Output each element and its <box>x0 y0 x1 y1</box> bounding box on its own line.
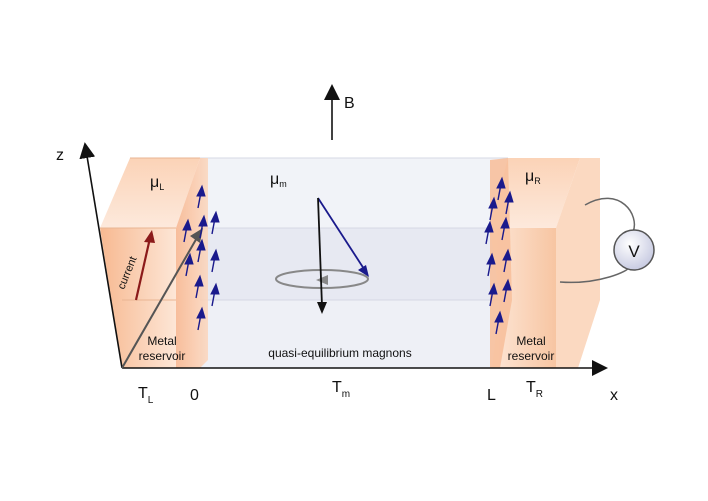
spin-arrow <box>196 184 206 209</box>
mu-right-label: μR <box>525 168 541 186</box>
spin-arrow <box>488 282 498 307</box>
spin-arrow <box>496 176 506 201</box>
spin-arrow <box>184 252 194 277</box>
temp-right-label: TR <box>526 379 543 400</box>
spin-arrow <box>486 252 496 277</box>
reservoir-diagonal-arrow <box>121 235 199 369</box>
current-arrow <box>134 237 152 301</box>
precession <box>275 197 369 314</box>
right-reservoir-label-line2: reservoir <box>508 349 555 363</box>
mu-magnon-label: μm <box>270 171 287 189</box>
mu-left-label: μL <box>150 174 164 192</box>
voltmeter-circle <box>613 229 655 271</box>
spin-arrow <box>210 282 220 307</box>
spin-arrow <box>484 220 494 245</box>
spin-arrow <box>196 238 206 263</box>
temp-left-label: TL <box>138 385 154 406</box>
position-labels: 0 L TL Tm TR <box>138 379 543 406</box>
x-axis-label: x <box>610 387 618 404</box>
field-label: B <box>344 95 355 112</box>
chemical-potential-labels: μL μm μR <box>150 168 541 192</box>
left-spin-arrows <box>182 184 220 331</box>
right-reservoir <box>490 158 600 368</box>
axes: z x <box>56 142 618 404</box>
spin-arrow <box>504 190 514 215</box>
spin-arrow <box>210 210 220 235</box>
length-label: L <box>487 387 496 404</box>
right-reservoir-side <box>556 158 600 368</box>
spin-arrow <box>494 310 504 335</box>
spin-arrow <box>194 274 204 299</box>
spin-arrow <box>182 218 192 243</box>
spin-arrow <box>210 248 220 273</box>
spin-arrow <box>488 196 498 221</box>
magnon-region-label: quasi-equilibrium magnons <box>268 346 411 360</box>
field-arrow: B <box>324 84 355 140</box>
voltmeter-wire-top <box>584 197 636 233</box>
spin-arrow <box>198 214 208 239</box>
left-reservoir-label-line2: reservoir <box>139 349 186 363</box>
left-reservoir-front <box>100 228 176 368</box>
right-reservoir-label-line1: Metal <box>516 334 545 348</box>
magnon-middle-face <box>200 228 510 300</box>
right-spin-arrows <box>484 176 514 335</box>
left-reservoir-label-line1: Metal <box>147 334 176 348</box>
reservoir-labels: Metal reservoir Metal reservoir quasi-eq… <box>139 334 555 363</box>
spin-arrow <box>500 216 510 241</box>
z-axis-label: z <box>56 147 64 164</box>
magnon-bottom-face <box>200 300 510 368</box>
spin-arrow <box>502 278 512 303</box>
temp-magnon-label: Tm <box>332 379 350 400</box>
precession-axis-arrow <box>317 197 323 307</box>
z-axis <box>79 142 123 369</box>
left-reservoir-top <box>100 158 200 228</box>
origin-label: 0 <box>190 387 199 404</box>
voltmeter-label: V <box>628 242 640 261</box>
magnetization-arrow <box>317 197 367 273</box>
magnon-top-face <box>200 158 508 228</box>
spin-arrow <box>502 248 512 273</box>
voltmeter: V <box>559 197 655 284</box>
spin-arrow <box>196 306 206 331</box>
right-reservoir-top <box>490 158 580 228</box>
